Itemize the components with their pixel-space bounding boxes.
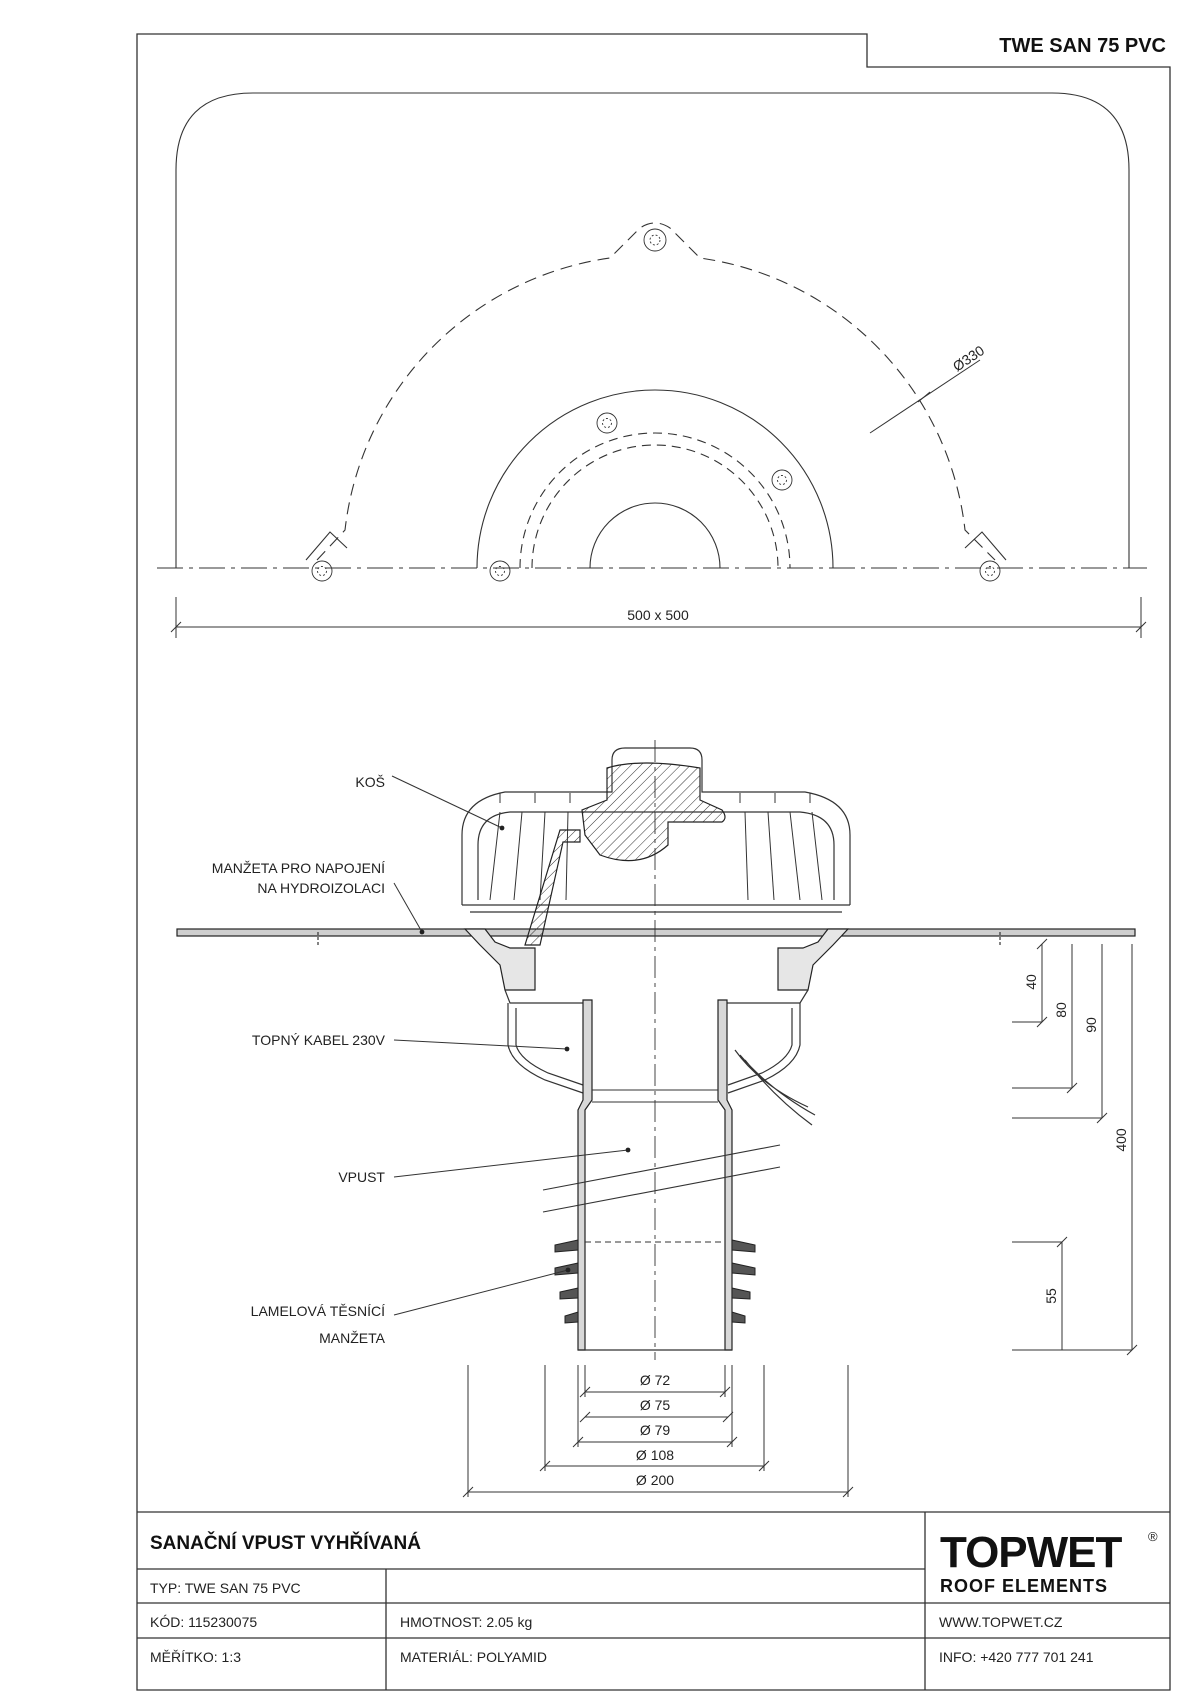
title-block-material: MATERIÁL: POLYAMID <box>400 1649 547 1665</box>
dim-d108: Ø 108 <box>636 1447 674 1463</box>
dim-80: 80 <box>1053 1002 1069 1018</box>
title-block-typ: TYP: TWE SAN 75 PVC <box>150 1580 301 1596</box>
pipe-left-wall <box>577 999 593 1351</box>
vertical-dimensions <box>1012 938 1138 1356</box>
size-500-label: 500 x 500 <box>627 607 689 623</box>
label-manzeta-line2: NA HYDROIZOLACI <box>257 880 385 896</box>
dim-d79: Ø 79 <box>640 1422 671 1438</box>
title-block-title: SANAČNÍ VPUST VYHŘÍVANÁ <box>150 1532 421 1554</box>
heating-cable <box>734 1049 816 1126</box>
dim-d200: Ø 200 <box>636 1472 674 1488</box>
flange-dashed-outline <box>316 222 996 561</box>
vertical-dimension-labels: 40 80 90 400 55 <box>1023 974 1129 1304</box>
body-flange-left <box>463 928 536 991</box>
body-bowl <box>504 989 809 1004</box>
bolt-holes <box>311 228 1001 582</box>
title-block-hmotnost: HMOTNOST: 2.05 kg <box>400 1614 532 1630</box>
title-block-info: INFO: +420 777 701 241 <box>939 1649 1094 1665</box>
dim-d72: Ø 72 <box>640 1372 671 1388</box>
diameter-330-label: Ø330 <box>950 342 988 375</box>
label-kabel: TOPNÝ KABEL 230V <box>252 1032 386 1048</box>
dim-55: 55 <box>1043 1288 1059 1304</box>
section-labels: KOŠ MANŽETA PRO NAPOJENÍ NA HYDROIZOLACI… <box>212 774 386 1346</box>
title-block-web: WWW.TOPWET.CZ <box>939 1614 1063 1630</box>
plan-outline <box>175 92 1130 568</box>
label-kos: KOŠ <box>355 774 385 790</box>
basket-outer-arc <box>476 389 834 569</box>
body-flange-right <box>777 928 850 991</box>
title-block-kod: KÓD: 115230075 <box>150 1614 257 1630</box>
bore-arc <box>589 502 721 569</box>
membrane <box>176 928 1136 937</box>
diameter-labels: Ø 72 Ø 75 Ø 79 Ø 108 Ø 200 <box>636 1372 674 1488</box>
plan-view <box>157 92 1147 582</box>
label-manzeta-line1: MANŽETA PRO NAPOJENÍ <box>212 860 385 876</box>
label-lamelova-line1: LAMELOVÁ TĚSNÍCÍ <box>251 1303 385 1319</box>
dimension-500 <box>170 597 1147 638</box>
leader-lines <box>391 775 629 1316</box>
dim-400: 400 <box>1113 1128 1129 1152</box>
topwet-logo: TOPWET ® ROOF ELEMENTS <box>940 1528 1158 1596</box>
dim-40: 40 <box>1023 974 1039 990</box>
label-vpust: VPUST <box>338 1169 385 1185</box>
basket-cap <box>581 762 726 862</box>
sheet-frame <box>136 33 1171 1691</box>
section-view <box>176 740 1136 1360</box>
logo-name: TOPWET <box>940 1528 1123 1577</box>
logo-registered: ® <box>1148 1529 1158 1544</box>
title-block-meritko: MĚŘÍTKO: 1:3 <box>150 1649 241 1665</box>
dim-d75: Ø 75 <box>640 1397 671 1413</box>
dim-90: 90 <box>1083 1017 1099 1033</box>
diameter-dimensions <box>462 1365 854 1498</box>
title-block <box>137 1511 1170 1690</box>
product-code-heading: TWE SAN 75 PVC <box>999 35 1166 57</box>
pipe-right-wall <box>717 999 733 1351</box>
basket-dome <box>461 747 851 905</box>
label-lamelova-line2: MANŽETA <box>319 1330 386 1346</box>
logo-tagline: ROOF ELEMENTS <box>940 1576 1108 1596</box>
